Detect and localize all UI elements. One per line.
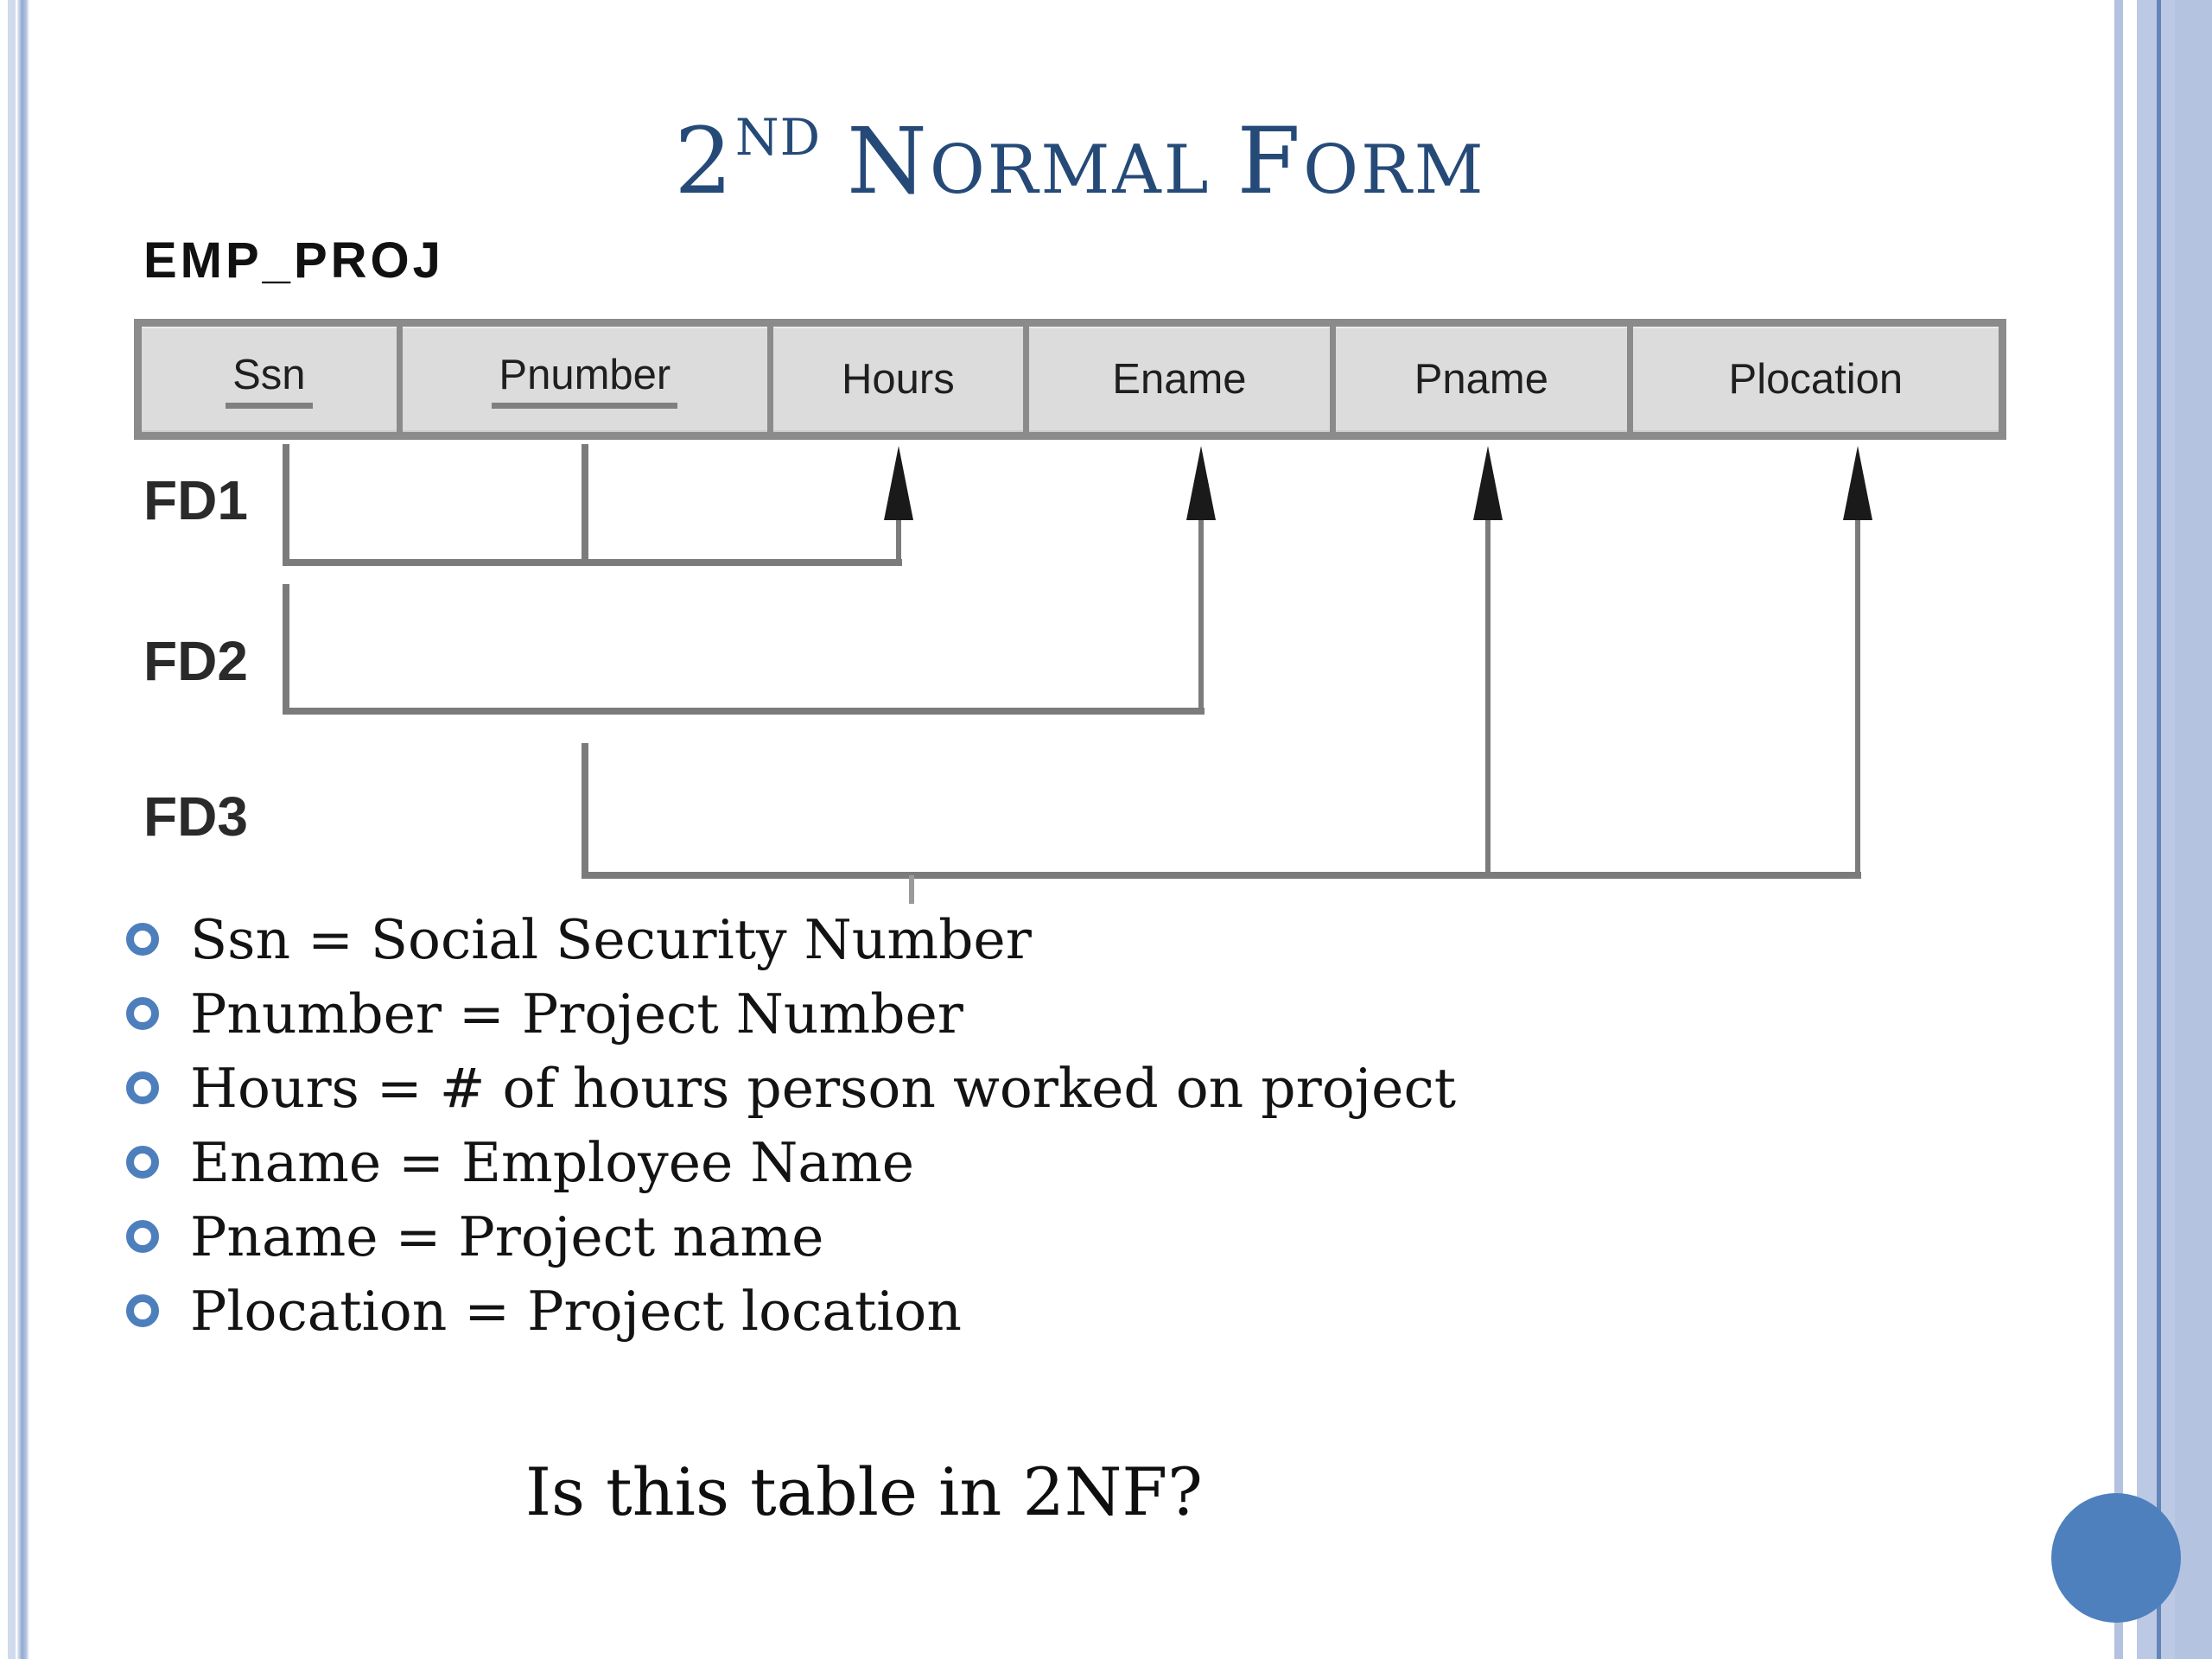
table-column-pnumber: Pnumber	[402, 327, 768, 432]
relation-name-label: EMP_PROJ	[143, 232, 444, 289]
title-number: 2	[674, 108, 735, 214]
arrowhead-hours	[884, 446, 913, 520]
title-word1-initial: N	[847, 108, 930, 214]
fd3-label: FD3	[143, 785, 248, 848]
table-column-ssn: Ssn	[142, 327, 397, 432]
bullet-ring-icon	[126, 997, 159, 1030]
table-column-pname: Pname	[1336, 327, 1627, 432]
right-border-band-shade	[2175, 0, 2212, 1659]
bullet-text: Pnumber = Project Number	[190, 982, 963, 1046]
question-text: Is this table in 2NF?	[525, 1453, 1203, 1530]
bullet-ring-icon	[126, 1294, 159, 1327]
title-ordinal-superscript: ND	[734, 108, 822, 167]
list-item: Ename = Employee Name	[121, 1125, 1456, 1199]
left-border-stripe-outer	[8, 0, 16, 1659]
column-label: Hours	[842, 356, 955, 403]
arrowhead-plocation	[1843, 446, 1872, 520]
title-word2-initial: F	[1236, 108, 1304, 214]
bullet-text: Hours = # of hours person worked on proj…	[190, 1056, 1457, 1120]
column-label: Pnumber	[492, 351, 678, 409]
table-column-hours: Hours	[773, 327, 1023, 432]
bullet-text: Pname = Project name	[190, 1205, 824, 1268]
column-label: Plocation	[1728, 356, 1904, 403]
definitions-list: Ssn = Social Security Number Pnumber = P…	[121, 902, 1456, 1348]
list-item: Hours = # of hours person worked on proj…	[121, 1051, 1456, 1125]
list-item: Ssn = Social Security Number	[121, 902, 1456, 976]
accent-circle-decoration	[2051, 1493, 2181, 1623]
arrowhead-ename	[1186, 446, 1216, 520]
bullet-ring-icon	[126, 1071, 159, 1104]
attribute-header-table: Ssn Pnumber Hours Ename Pname Plocation	[134, 319, 2006, 440]
right-border-stripe-thin	[2114, 0, 2123, 1659]
title-word2-rest: ORM	[1303, 131, 1486, 209]
left-border-stripe-inner	[17, 0, 29, 1659]
right-border-band	[2137, 0, 2212, 1659]
list-item: Plocation = Project location	[121, 1274, 1456, 1348]
column-label: Pname	[1414, 356, 1548, 403]
list-item: Pname = Project name	[121, 1199, 1456, 1274]
fd2-label: FD2	[143, 630, 248, 692]
bullet-ring-icon	[126, 923, 159, 956]
bullet-ring-icon	[126, 1146, 159, 1179]
table-column-plocation: Plocation	[1632, 327, 1999, 432]
bullet-text: Plocation = Project location	[190, 1279, 962, 1343]
table-column-ename: Ename	[1028, 327, 1331, 432]
column-label: Ssn	[226, 351, 313, 409]
bullet-text: Ssn = Social Security Number	[190, 907, 1032, 971]
column-label: Ename	[1112, 356, 1247, 403]
arrowhead-pname	[1473, 446, 1503, 520]
title-word1-rest: ORMAL	[929, 131, 1211, 209]
fd1-label: FD1	[143, 469, 248, 531]
bullet-ring-icon	[126, 1220, 159, 1253]
right-border-band-line	[2157, 0, 2161, 1659]
list-item: Pnumber = Project Number	[121, 976, 1456, 1051]
bullet-text: Ename = Employee Name	[190, 1130, 915, 1194]
